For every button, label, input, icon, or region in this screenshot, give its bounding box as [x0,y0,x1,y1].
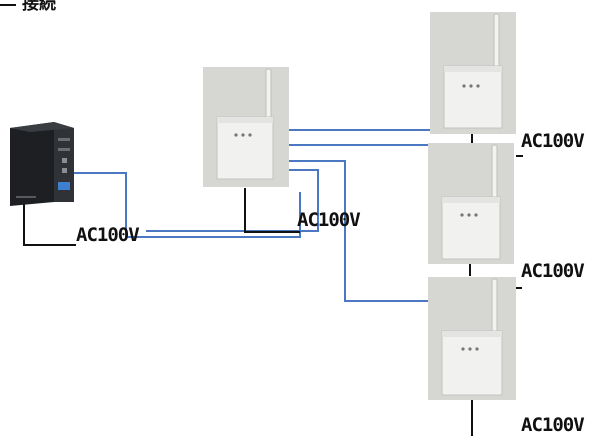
child3-power-label: AC100V [521,414,584,436]
pc-power-label: AC100V [76,224,139,246]
wireless-router-icon [203,67,289,187]
child-unit-2-photo [428,143,514,264]
child-unit-3-photo [428,277,516,400]
parent-unit-photo [203,67,289,187]
child2-power-label: AC100V [521,260,584,282]
wireless-router-icon [430,12,516,134]
child-unit-1-photo [430,12,516,134]
power-line-parent [245,188,300,232]
child1-power-label: AC100V [521,130,584,152]
power-line-pc [24,202,76,245]
pc-device [6,118,78,208]
desktop-pc-icon [6,118,78,208]
parent-power-label: AC100V [297,209,360,231]
wireless-router-icon [428,143,514,264]
wireless-router-icon [428,277,516,400]
